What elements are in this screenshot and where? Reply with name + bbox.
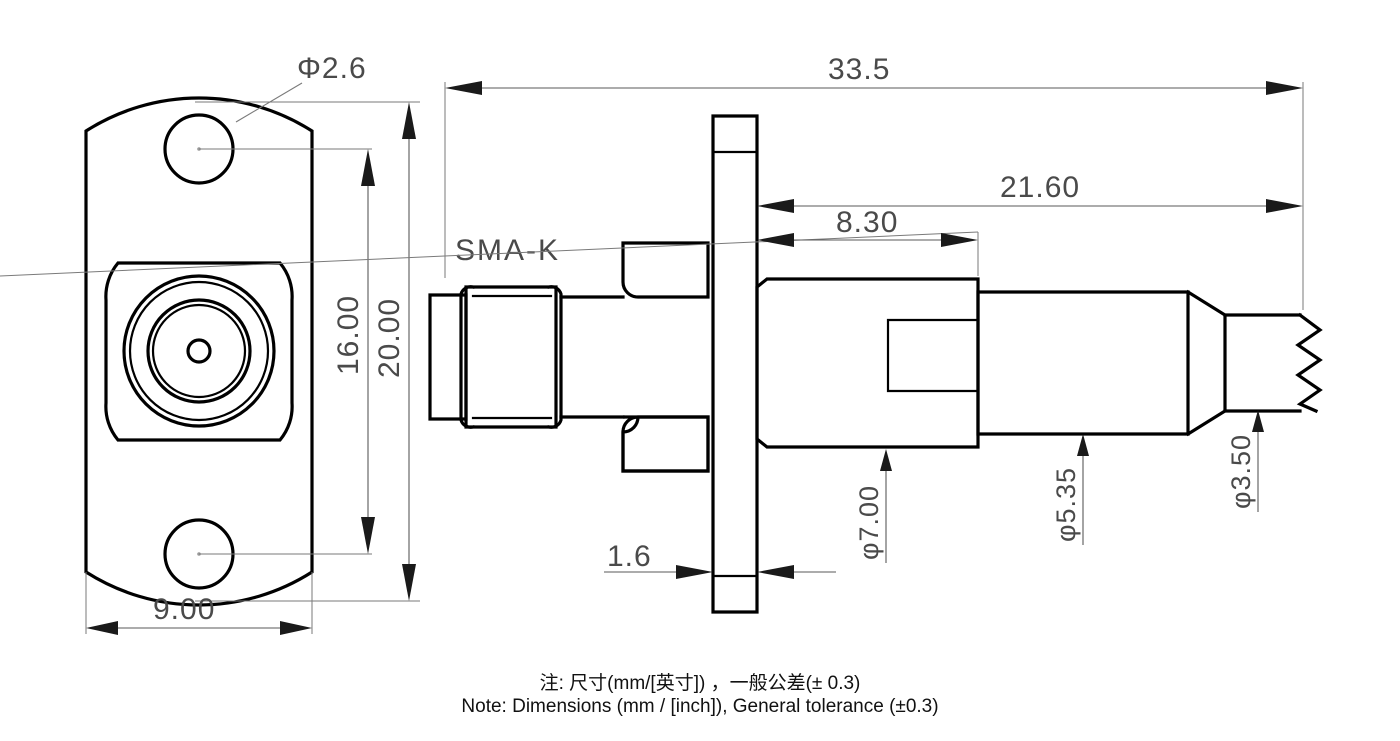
dim-body-length: 21.60 (757, 171, 1304, 310)
connector-type-label: SMA-K (455, 234, 560, 267)
internal-cavity (886, 318, 980, 393)
dim-shoulder-length-text: 8.30 (836, 206, 898, 239)
coupling-nut-left-round (459, 285, 475, 429)
connector-ring-4 (151, 303, 247, 399)
dim-flange-height-text: 20.00 (373, 298, 406, 378)
connector-ring-2 (128, 280, 270, 422)
dim-body-length-text: 21.60 (1000, 171, 1080, 204)
dim-tail-diameter-text: φ3.50 (1226, 434, 1256, 509)
dim-hole-diameter-text: Φ2.6 (297, 52, 367, 85)
note-english: Note: Dimensions (mm / [inch]), General … (461, 696, 939, 717)
dim-overall-length-text: 33.5 (828, 53, 890, 86)
mounting-flange-plate (711, 114, 759, 614)
connector-neck (559, 295, 625, 419)
dim-flange-width-text: 9.00 (153, 593, 215, 626)
shoulder-lower (621, 415, 710, 473)
dim-flange-width: 9.00 (85, 572, 313, 635)
shoulder-upper (621, 241, 710, 299)
dim-hole-diameter: Φ2.6 (235, 52, 367, 123)
connector-outer-ring (122, 274, 276, 428)
dim-tail-diameter: φ3.50 (1226, 410, 1264, 512)
front-view-extension-lines (195, 101, 420, 602)
dim-flange-thickness-text: 1.6 (607, 540, 652, 573)
dim-flange-thickness: 1.6 (604, 540, 836, 579)
shoulder-lower-fill (621, 415, 710, 473)
dim-body-diameter: φ5.35 (1051, 434, 1089, 545)
dim-flange-diameter-text: φ7.00 (854, 485, 884, 560)
connector-dielectric-ring (146, 298, 252, 404)
break-line-zigzag (1295, 312, 1323, 414)
flange-outline (84, 96, 314, 607)
connector-boss-square (104, 261, 294, 442)
side-view-geometry (428, 114, 1323, 614)
body-5p35mm (976, 290, 1190, 436)
dim-flange-diameter: φ7.00 (854, 449, 892, 563)
tail-3p5mm (1223, 313, 1302, 413)
taper-transition (1185, 289, 1227, 437)
dim-body-diameter-text: φ5.35 (1051, 467, 1081, 542)
dim-overall-length: 33.5 (444, 53, 1304, 310)
coupling-nut-body (464, 285, 558, 429)
dim-hole-spacing-text: 16.00 (332, 295, 365, 375)
dim-shoulder-length: 8.30 (0, 206, 979, 277)
body-main-7mm (755, 277, 980, 449)
front-view-geometry (84, 96, 314, 607)
note-chinese: 注: 尺寸(mm/[英寸]) ，一般公差(± 0.3) (539, 673, 861, 694)
center-pin-circle (186, 338, 212, 364)
dim-flange-height: 20.00 (373, 102, 416, 601)
dim-hole-spacing: 16.00 (332, 149, 375, 554)
coupling-nut-right-round (547, 285, 563, 429)
